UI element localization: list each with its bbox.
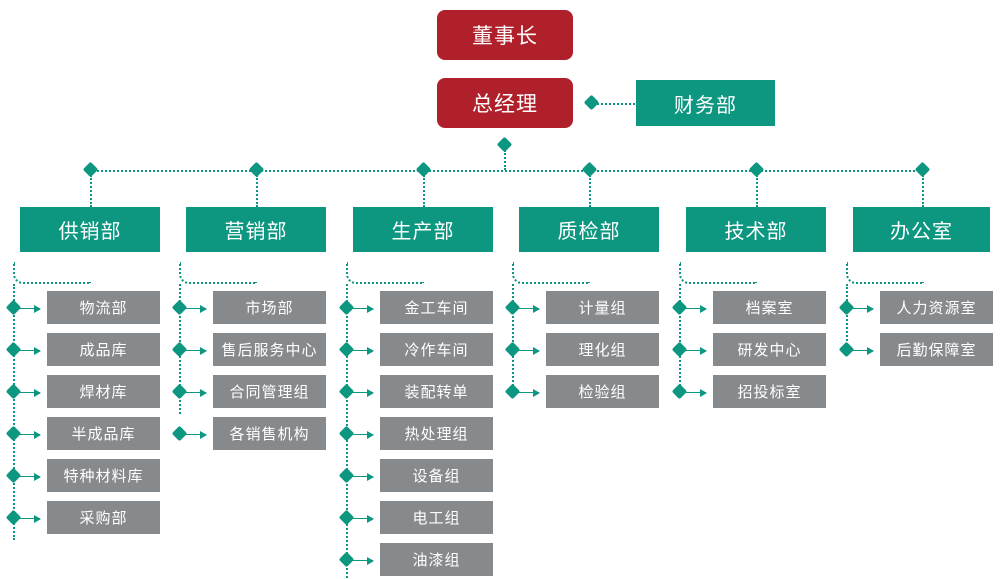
connector-spine-dept-4 [512,284,514,394]
node-sub-2-4[interactable]: 各销售机构 [213,417,326,450]
node-sub-5-1[interactable]: 档案室 [713,291,826,324]
connector-arrow-5-3 [685,389,707,397]
connector-arrow-6-1 [852,305,874,313]
node-general-manager[interactable]: 总经理 [437,78,573,128]
node-chairman[interactable]: 董事长 [437,10,573,60]
node-sub-2-3[interactable]: 合同管理组 [213,375,326,408]
connector-arrow-3-4 [352,431,374,439]
node-sub-1-1[interactable]: 物流部 [47,291,160,324]
node-dept-supply-sales[interactable]: 供销部 [20,207,160,252]
node-sub-1-4[interactable]: 半成品库 [47,417,160,450]
connector-elbow-dept-3 [346,262,424,284]
node-sub-4-1[interactable]: 计量组 [546,291,659,324]
connector-arrow-2-3 [185,389,207,397]
node-sub-3-2[interactable]: 冷作车间 [380,333,493,366]
node-sub-4-3[interactable]: 检验组 [546,375,659,408]
connector-arrow-5-2 [685,347,707,355]
connector-elbow-dept-1 [13,262,91,284]
connector-elbow-dept-2 [179,262,257,284]
node-sub-6-1[interactable]: 人力资源室 [880,291,993,324]
node-sub-1-5[interactable]: 特种材料库 [47,459,160,492]
connector-arrow-4-2 [518,347,540,355]
connector-arrow-1-6 [19,515,41,523]
connector-arrow-2-4 [185,431,207,439]
connector-arrow-3-3 [352,389,374,397]
node-sub-5-3[interactable]: 招投标室 [713,375,826,408]
connector-spine-dept-1 [13,284,15,540]
node-sub-4-2[interactable]: 理化组 [546,333,659,366]
connector-arrow-3-7 [352,557,374,565]
connector-arrow-3-5 [352,473,374,481]
node-sub-3-4[interactable]: 热处理组 [380,417,493,450]
connector-drop-dept-2 [256,175,258,207]
connector-elbow-dept-5 [679,262,757,284]
connector-arrow-1-4 [19,431,41,439]
connector-arrow-5-1 [685,305,707,313]
node-sub-3-1[interactable]: 金工车间 [380,291,493,324]
connector-arrow-4-3 [518,389,540,397]
connector-arrow-6-2 [852,347,874,355]
node-sub-3-5[interactable]: 设备组 [380,459,493,492]
connector-elbow-dept-6 [846,262,924,284]
connector-drop-dept-4 [589,175,591,207]
node-sub-2-2[interactable]: 售后服务中心 [213,333,326,366]
connector-line-gm-drop [504,150,506,170]
node-sub-3-6[interactable]: 电工组 [380,501,493,534]
connector-arrow-3-2 [352,347,374,355]
connector-arrow-1-3 [19,389,41,397]
node-sub-5-2[interactable]: 研发中心 [713,333,826,366]
connector-spine-dept-6 [846,284,848,352]
node-sub-3-3[interactable]: 装配转单 [380,375,493,408]
connector-drop-dept-6 [922,175,924,207]
node-sub-1-6[interactable]: 采购部 [47,501,160,534]
node-sub-1-3[interactable]: 焊材库 [47,375,160,408]
node-dept-marketing[interactable]: 营销部 [186,207,326,252]
node-finance[interactable]: 财务部 [636,80,775,126]
connector-elbow-dept-4 [512,262,590,284]
connector-line-gm-to-finance [597,103,635,105]
connector-arrow-1-5 [19,473,41,481]
connector-arrow-1-2 [19,347,41,355]
connector-arrow-3-1 [352,305,374,313]
node-sub-1-2[interactable]: 成品库 [47,333,160,366]
connector-arrow-4-1 [518,305,540,313]
node-dept-office[interactable]: 办公室 [853,207,990,252]
connector-drop-dept-5 [756,175,758,207]
connector-drop-dept-3 [423,175,425,207]
node-sub-6-2[interactable]: 后勤保障室 [880,333,993,366]
node-dept-production[interactable]: 生产部 [353,207,493,252]
node-dept-quality-inspection[interactable]: 质检部 [519,207,659,252]
connector-arrow-1-1 [19,305,41,313]
connector-arrow-3-6 [352,515,374,523]
connector-arrow-2-2 [185,347,207,355]
node-sub-2-1[interactable]: 市场部 [213,291,326,324]
node-sub-3-7[interactable]: 油漆组 [380,543,493,576]
connector-spine-dept-5 [679,284,681,394]
connector-drop-dept-1 [90,175,92,207]
connector-bus-departments [90,170,922,172]
node-dept-technology[interactable]: 技术部 [686,207,826,252]
connector-arrow-2-1 [185,305,207,313]
